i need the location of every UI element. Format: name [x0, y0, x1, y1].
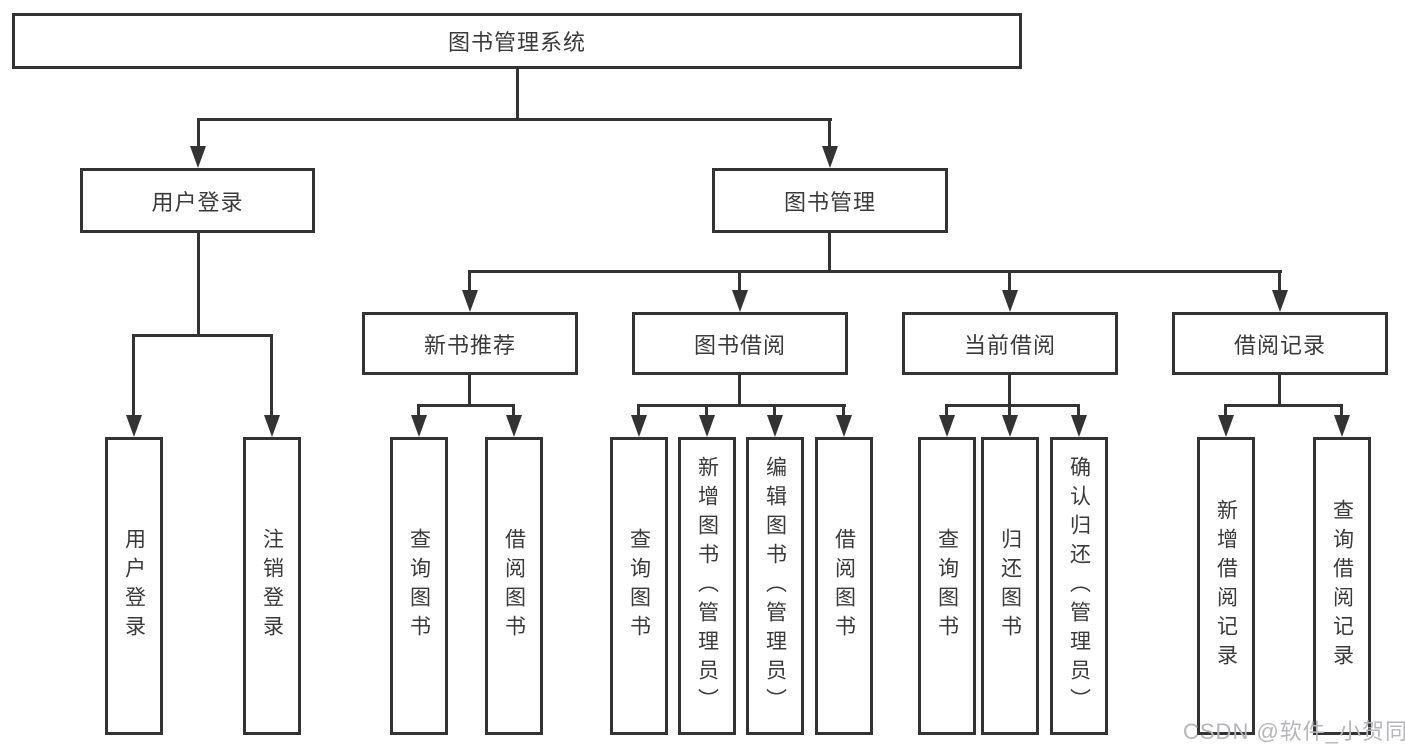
connector-user-login-branch	[132, 334, 273, 337]
connector-leaf-stem	[512, 404, 515, 417]
connector-leaf-stem	[417, 404, 420, 417]
node-user-login: 用户登录	[80, 168, 315, 233]
connector-book-borrow-branch	[637, 404, 846, 407]
arrowhead-icon	[264, 415, 280, 437]
arrowhead-icon	[1002, 290, 1018, 312]
connector-leaf-stem	[945, 404, 948, 417]
arrowhead-icon	[411, 415, 427, 437]
connector-to-leaf-user-login	[132, 334, 135, 417]
connector-new-book-branch	[417, 404, 515, 407]
leaf-borrow-add-books-admin: 新增图书（管理员）	[678, 437, 736, 735]
leaf-record-add-borrow-record: 新增借阅记录	[1197, 437, 1255, 735]
connector-leaf-stem	[1008, 404, 1011, 417]
leaf-user-login: 用户登录	[105, 437, 163, 735]
node-label: 图书管理系统	[447, 30, 586, 55]
arrowhead-icon	[1071, 415, 1087, 437]
leaf-current-query-books: 查询图书	[918, 437, 976, 735]
node-label: 注销登录	[260, 528, 284, 644]
node-label: 图书借阅	[693, 332, 786, 358]
arrowhead-icon	[822, 146, 838, 168]
node-label: 用户登录	[122, 528, 146, 644]
arrowhead-icon	[767, 415, 783, 437]
node-label: 借阅图书	[502, 528, 526, 644]
connector-root-branch	[197, 118, 832, 121]
connector-leaf-stem	[1077, 404, 1080, 417]
node-label: 确认归还（管理员）	[1067, 455, 1091, 717]
node-label: 借阅记录	[1233, 332, 1326, 358]
leaf-borrow-edit-books-admin: 编辑图书（管理员）	[746, 437, 804, 735]
connector-to-user-login	[197, 118, 200, 148]
leaf-current-return-books: 归还图书	[981, 437, 1039, 735]
connector-borrow-record-stem	[1278, 375, 1281, 406]
arrowhead-icon	[190, 146, 206, 168]
node-book-borrow: 图书借阅	[632, 312, 848, 375]
connector-new-book-stem	[468, 375, 471, 406]
connector-book-mgmt-branch	[468, 270, 1282, 273]
arrowhead-icon	[462, 290, 478, 312]
arrowhead-icon	[1002, 415, 1018, 437]
connector-to-new-book	[468, 270, 471, 292]
connector-to-current-borrow	[1008, 270, 1011, 292]
node-book-management: 图书管理	[712, 168, 948, 233]
node-label: 当前借阅	[963, 332, 1056, 358]
leaf-current-confirm-return-admin: 确认归还（管理员）	[1050, 437, 1108, 735]
node-label: 查询借阅记录	[1330, 499, 1354, 673]
connector-to-borrow-record	[1278, 270, 1281, 292]
node-label: 新书推荐	[423, 332, 516, 358]
leaf-newbook-borrow-books: 借阅图书	[485, 437, 543, 735]
connector-borrow-record-branch	[1224, 404, 1343, 407]
node-label: 借阅图书	[832, 528, 856, 644]
leaf-borrow-query-books: 查询图书	[610, 437, 668, 735]
arrowhead-icon	[1218, 415, 1234, 437]
arrowhead-icon	[1334, 415, 1350, 437]
node-new-book-recommend: 新书推荐	[362, 312, 578, 375]
node-label: 新增借阅记录	[1214, 499, 1238, 673]
node-library-management-system: 图书管理系统	[12, 13, 1022, 69]
node-label: 归还图书	[998, 528, 1022, 644]
arrowhead-icon	[126, 415, 142, 437]
node-current-borrow: 当前借阅	[902, 312, 1118, 375]
connector-leaf-stem	[773, 404, 776, 417]
connector-book-mgmt-stem	[828, 233, 831, 272]
node-label: 查询图书	[407, 528, 431, 644]
leaf-logout: 注销登录	[243, 437, 301, 735]
arrowhead-icon	[836, 415, 852, 437]
connector-book-borrow-stem	[738, 375, 741, 406]
node-label: 图书管理	[783, 189, 876, 215]
leaf-newbook-query-books: 查询图书	[390, 437, 448, 735]
arrowhead-icon	[939, 415, 955, 437]
arrowhead-icon	[732, 290, 748, 312]
arrowhead-icon	[631, 415, 647, 437]
node-label: 查询图书	[935, 528, 959, 644]
connector-current-borrow-branch	[945, 404, 1080, 407]
arrowhead-icon	[506, 415, 522, 437]
node-label: 新增图书（管理员）	[695, 455, 719, 717]
leaf-record-query-borrow-record: 查询借阅记录	[1313, 437, 1371, 735]
node-label: 编辑图书（管理员）	[763, 455, 787, 717]
connector-user-login-stem	[197, 233, 200, 336]
arrowhead-icon	[1272, 290, 1288, 312]
connector-leaf-stem	[1224, 404, 1227, 417]
node-borrow-record: 借阅记录	[1172, 312, 1388, 375]
connector-leaf-stem	[705, 404, 708, 417]
connector-to-book-management	[828, 118, 831, 148]
node-label: 用户登录	[151, 189, 244, 215]
connector-to-book-borrow	[738, 270, 741, 292]
csdn-watermark: CSDN @软件_小贺同学	[1183, 719, 1405, 744]
connector-to-leaf-logout	[270, 334, 273, 417]
connector-leaf-stem	[842, 404, 845, 417]
connector-leaf-stem	[1340, 404, 1343, 417]
node-label: 查询图书	[627, 528, 651, 644]
connector-leaf-stem	[637, 404, 640, 417]
connector-root-stem	[516, 68, 519, 119]
connector-current-borrow-stem	[1008, 375, 1011, 406]
leaf-borrow-borrow-books: 借阅图书	[815, 437, 873, 735]
arrowhead-icon	[699, 415, 715, 437]
